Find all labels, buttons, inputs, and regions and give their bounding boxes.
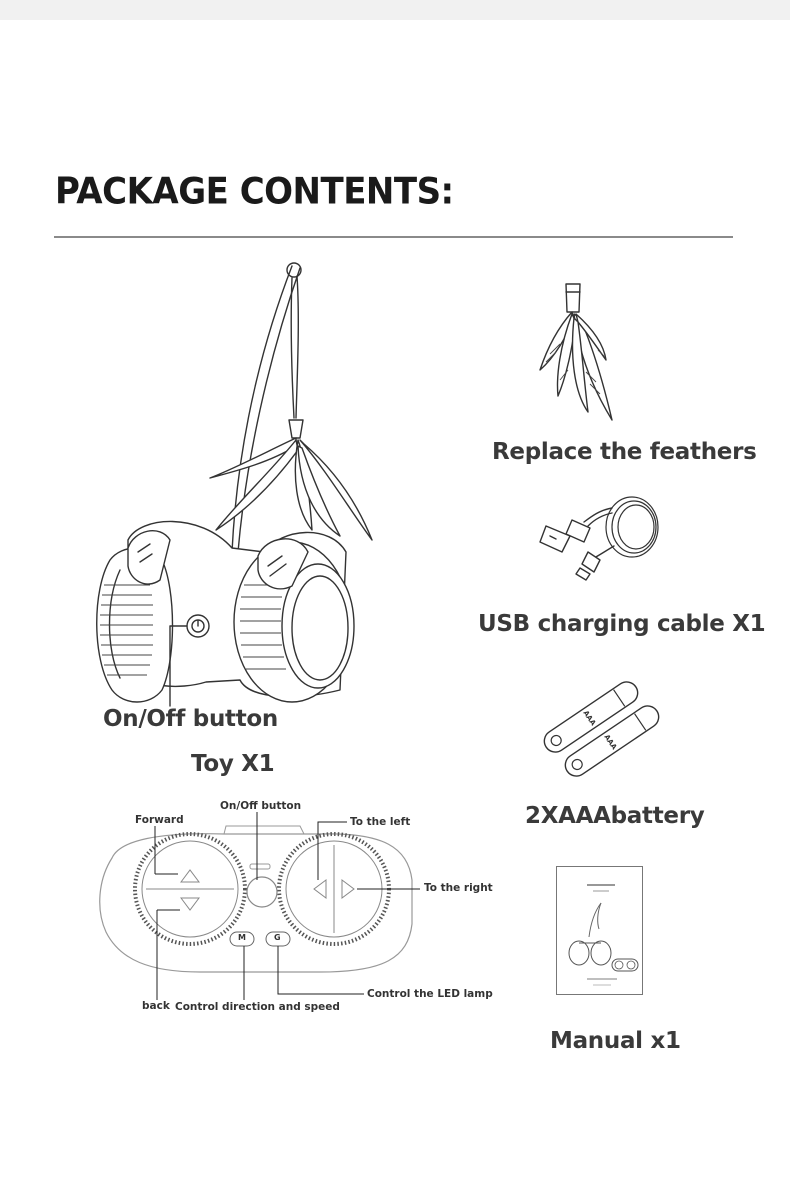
manual-icon [556,866,643,995]
remote-m-button: M [238,933,246,942]
page-title: PACKAGE CONTENTS: [55,170,454,214]
remote-to-the-left-label: To the left [350,816,411,828]
item-label-feathers: Replace the feathers [492,439,757,465]
remote-to-the-right-label: To the right [424,882,493,894]
remote-g-button: G [274,933,281,942]
remote-control-led-label: Control the LED lamp [367,988,493,1000]
remote-control-direction-label: Control direction and speed [175,1001,340,1013]
item-label-usb-cable: USB charging cable X1 [478,611,766,637]
top-bar [0,0,790,20]
remote-forward-label: Forward [135,814,184,826]
item-label-battery: 2XAAAbattery [525,803,705,829]
remote-back-label: back [142,1000,170,1012]
title-divider [54,236,733,238]
toy-name-label: Toy X1 [191,751,275,777]
remote-on-off-label: On/Off button [220,800,302,812]
item-label-manual: Manual x1 [550,1028,681,1054]
toy-on-off-label: On/Off button [103,706,279,732]
